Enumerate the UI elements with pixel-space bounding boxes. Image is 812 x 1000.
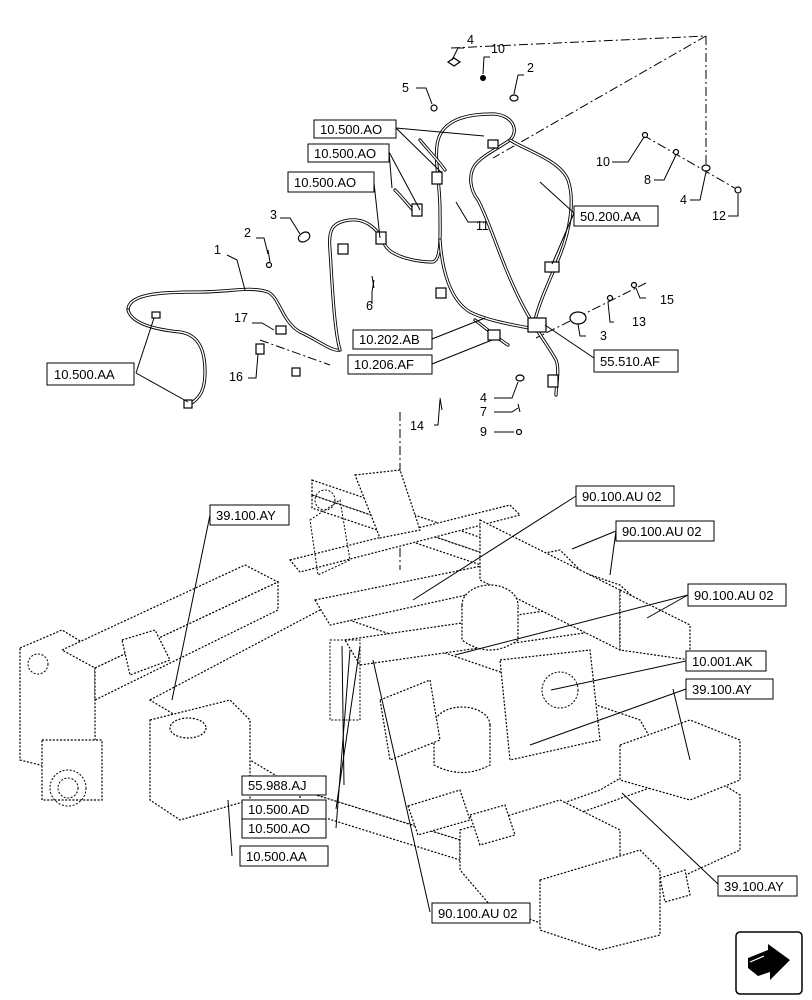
- ref-label: 10.001.AK: [692, 654, 753, 669]
- callout-10: 10: [596, 155, 610, 169]
- ref-label: 10.500.AO: [294, 175, 356, 190]
- ref-label: 90.100.AU 02: [694, 588, 774, 603]
- ref-label: 90.100.AU 02: [622, 524, 702, 539]
- callout-14: 14: [410, 419, 424, 433]
- ref-label: 10.500.AO: [314, 146, 376, 161]
- ref-label: 10.500.AO: [248, 821, 310, 836]
- ref-label: 10.202.AB: [359, 332, 420, 347]
- small-hardware: [255, 57, 742, 436]
- ref-label: 39.100.AY: [216, 508, 276, 523]
- callout-10: 10: [491, 42, 505, 56]
- ref-label: 10.500.AD: [248, 802, 309, 817]
- callout-6: 6: [366, 299, 373, 313]
- reference-labels: 10.500.AO 10.500.AO 10.500.AO 50.200.AA …: [46, 119, 798, 924]
- callout-13: 13: [632, 315, 646, 329]
- callout-15: 15: [660, 293, 674, 307]
- callout-4: 4: [480, 391, 487, 405]
- callout-3: 3: [600, 329, 607, 343]
- ref-label: 39.100.AY: [692, 682, 752, 697]
- callout-4: 4: [467, 33, 474, 47]
- ref-label: 10.500.AA: [246, 849, 307, 864]
- part-callouts: 4 10 2 5 10 8 4 12 1 2 3 11 6 17 16 15 1…: [214, 33, 726, 439]
- callout-8: 8: [644, 173, 651, 187]
- callout-9: 9: [480, 425, 487, 439]
- ref-label: 10.500.AA: [54, 367, 115, 382]
- ref-label: 10.206.AF: [354, 357, 414, 372]
- wire-harness: [126, 112, 573, 409]
- ref-label: 55.988.AJ: [248, 778, 307, 793]
- ref-label: 55.510.AF: [600, 354, 660, 369]
- callout-11: 11: [476, 219, 489, 233]
- ref-label: 50.200.AA: [580, 209, 641, 224]
- ref-label: 90.100.AU 02: [582, 489, 662, 504]
- callout-4: 4: [680, 193, 687, 207]
- callout-7: 7: [480, 405, 487, 419]
- view-direction-arrow-icon: [735, 931, 803, 995]
- callout-3: 3: [270, 208, 277, 222]
- ref-label: 39.100.AY: [724, 879, 784, 894]
- chassis-frame: [19, 469, 741, 951]
- callout-12: 12: [712, 209, 726, 223]
- callout-2: 2: [527, 61, 534, 75]
- callout-1: 1: [214, 243, 221, 257]
- callout-5: 5: [402, 81, 409, 95]
- leader-lines: [135, 47, 739, 913]
- callout-2: 2: [244, 226, 251, 240]
- callout-16: 16: [229, 370, 243, 384]
- callout-17: 17: [234, 311, 248, 325]
- ref-label: 90.100.AU 02: [438, 906, 518, 921]
- ref-label: 10.500.AO: [320, 122, 382, 137]
